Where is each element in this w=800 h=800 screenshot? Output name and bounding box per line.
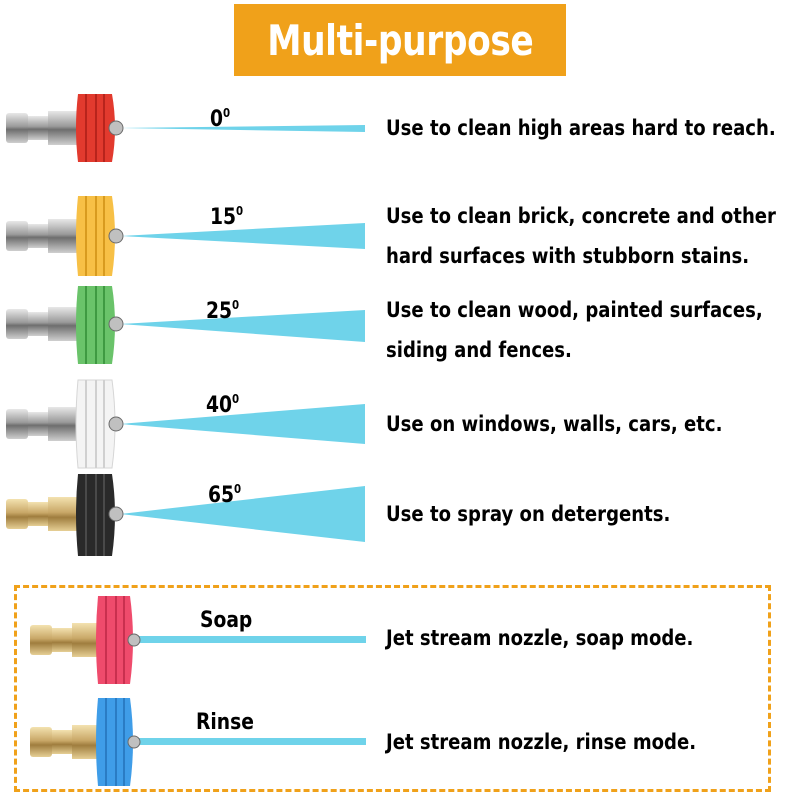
angle-label-0: 00 — [210, 106, 231, 132]
nozzle-row-rinse: Rinse Jet stream nozzle, rinse mode. — [0, 692, 800, 792]
soap-description: Jet stream nozzle, soap mode. — [386, 626, 694, 650]
description-line: Use to spray on detergents. — [386, 502, 671, 526]
rinse-description: Jet stream nozzle, rinse mode. — [386, 730, 697, 754]
nozzle-15-illustration — [6, 196, 365, 276]
nozzle-25-illustration — [6, 286, 365, 364]
description-line: siding and fences. — [386, 338, 572, 362]
description-line: Use to clean brick, concrete and other — [386, 204, 776, 228]
rinse-nozzle-illustration — [30, 698, 366, 786]
special-nozzles-frame — [14, 585, 771, 792]
nozzle-15-description: Use to clean brick, concrete and other h… — [386, 196, 776, 276]
nozzle-65-description: Use to spray on detergents. — [386, 494, 670, 534]
angle-label-65: 650 — [208, 482, 242, 508]
title-banner: Multi-purpose — [234, 4, 566, 76]
description-line: Use to clean wood, painted surfaces, — [386, 298, 763, 322]
banner-title: Multi-purpose — [266, 15, 534, 65]
description-line: Use to clean high areas hard to reach. — [386, 116, 776, 140]
nozzle-40-description: Use on windows, walls, cars, etc. — [386, 404, 722, 444]
soap-nozzle-illustration — [30, 596, 366, 684]
nozzle-row-25: 250 Use to clean wood, painted surfaces,… — [0, 280, 800, 380]
description-line: Use on windows, walls, cars, etc. — [386, 412, 723, 436]
rinse-label: Rinse — [196, 710, 254, 735]
nozzle-row-40: 400 Use on windows, walls, cars, etc. — [0, 376, 800, 476]
nozzle-row-65: 650 Use to spray on detergents. — [0, 470, 800, 570]
soap-label: Soap — [200, 608, 253, 633]
nozzle-25-description: Use to clean wood, painted surfaces, sid… — [386, 290, 763, 370]
angle-label-15: 150 — [210, 204, 244, 230]
angle-label-40: 400 — [206, 392, 240, 418]
nozzle-row-0: 00 Use to clean high areas hard to reach… — [0, 80, 800, 180]
nozzle-0-illustration — [6, 94, 365, 162]
angle-label-25: 250 — [206, 298, 240, 324]
nozzle-0-description: Use to clean high areas hard to reach. — [386, 108, 776, 148]
nozzle-row-15: 150 Use to clean brick, concrete and oth… — [0, 186, 800, 286]
description-line: hard surfaces with stubborn stains. — [386, 244, 750, 268]
nozzle-row-soap: Soap Jet stream nozzle, soap mode. — [0, 590, 800, 690]
nozzle-40-illustration — [6, 379, 365, 469]
nozzle-65-illustration — [6, 474, 365, 556]
